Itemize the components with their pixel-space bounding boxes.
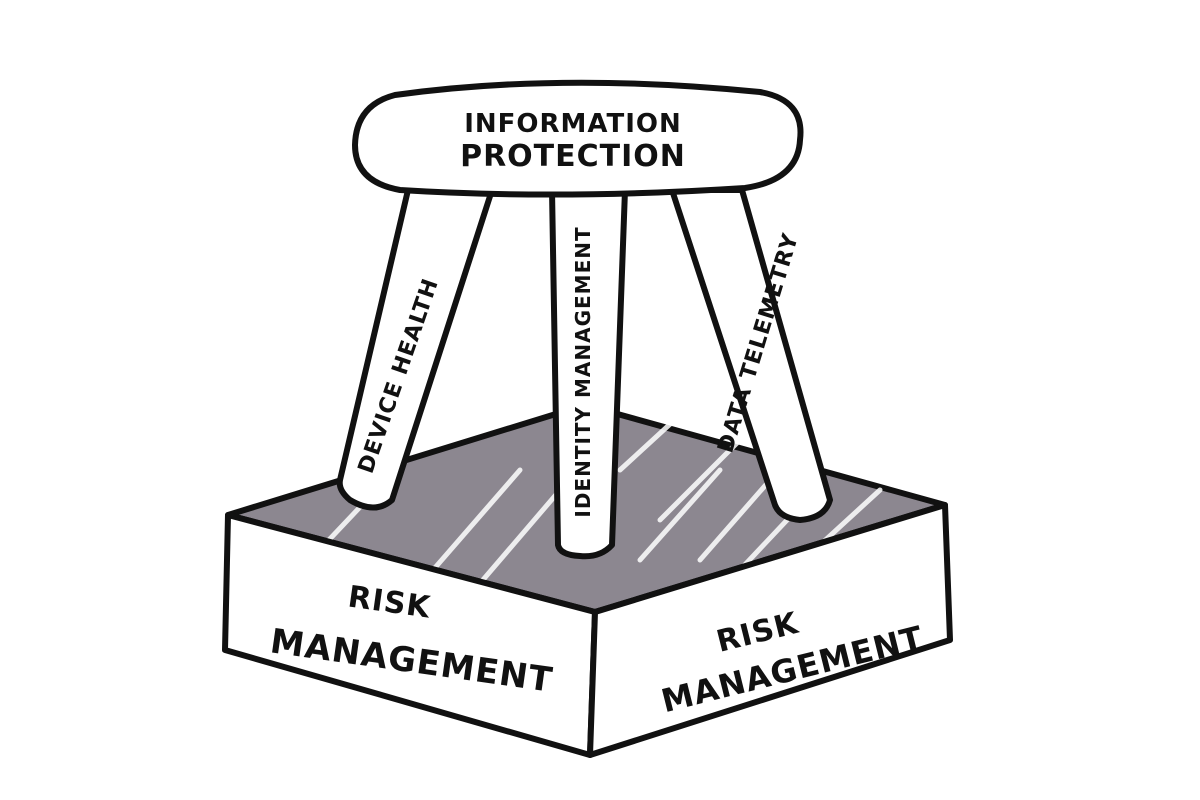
seat-label-line1: INFORMATION — [464, 109, 682, 139]
stool-seat: INFORMATION PROTECTION — [352, 79, 804, 198]
seat-label-line2: PROTECTION — [460, 139, 686, 174]
leg-middle: IDENTITY MANAGEMENT — [549, 187, 628, 560]
leg-middle-label: IDENTITY MANAGEMENT — [571, 226, 595, 517]
